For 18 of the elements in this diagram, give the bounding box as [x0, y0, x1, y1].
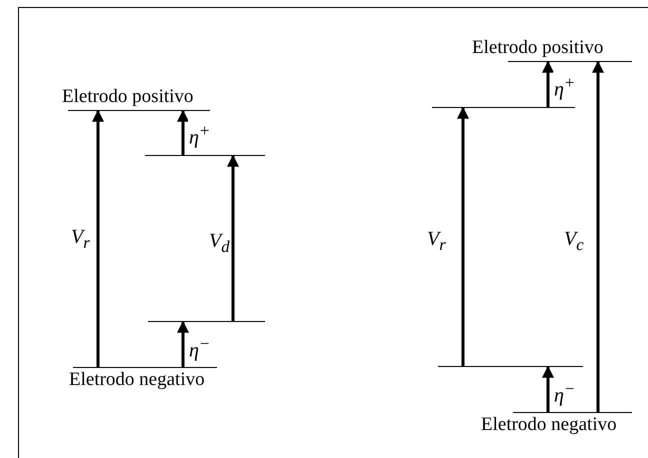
- arrow: [227, 154, 239, 321]
- electrode-label: Eletrodo negativo: [69, 369, 205, 391]
- edge-label: η$^{+}$: [188, 120, 212, 149]
- electrode-label: Eletrodo positivo: [472, 37, 604, 59]
- electrode-label: Eletrodo negativo: [481, 414, 617, 436]
- arrow: [92, 110, 104, 367]
- arrow: [542, 366, 554, 412]
- level-line: [145, 155, 265, 156]
- level-line: [148, 321, 265, 322]
- arrow: [177, 110, 189, 155]
- arrow: [592, 60, 604, 412]
- edge-label: η$^{+}$: [553, 72, 576, 101]
- arrow: [177, 320, 189, 367]
- arrow: [457, 106, 469, 366]
- level-line: [432, 107, 575, 108]
- level-line: [438, 366, 583, 367]
- electrode-label: Eletrodo positivo: [62, 86, 194, 108]
- arrow: [542, 60, 554, 107]
